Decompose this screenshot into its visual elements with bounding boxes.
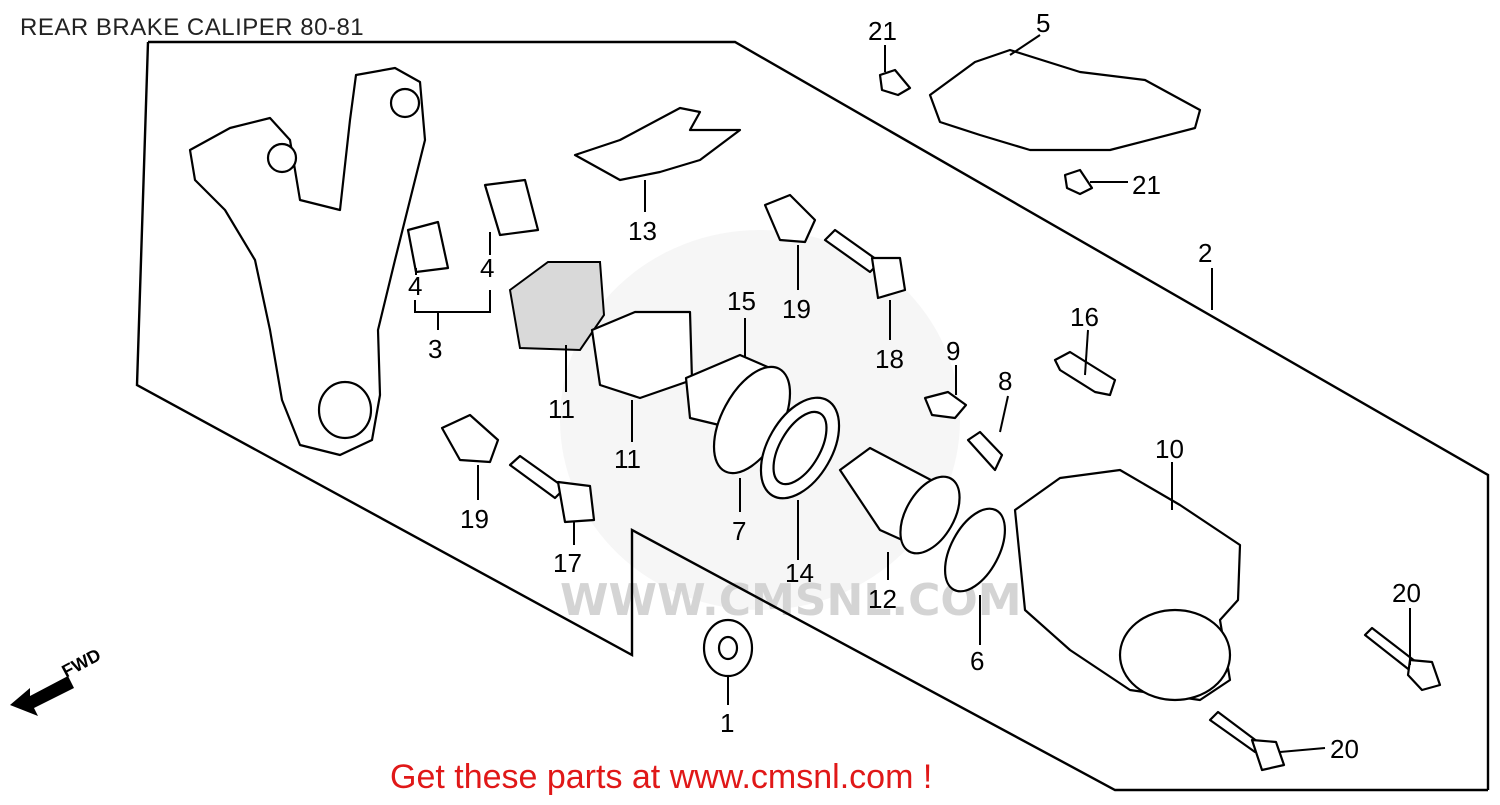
sleeve-lower [440,413,500,464]
callout-4-left: 4 [408,271,422,301]
bleeder-cap [923,390,968,420]
callout-20-lower: 20 [1330,734,1359,764]
callout-18: 18 [875,344,904,374]
callout-3: 3 [428,334,442,364]
piston-seal [943,507,1007,593]
callout-14: 14 [785,558,814,588]
callout-15: 15 [727,286,756,316]
bolt-20-upper [1363,626,1442,692]
caliper-piston [838,446,961,555]
callout-10: 10 [1155,434,1184,464]
callout-11-upper: 11 [548,394,575,424]
diagram-title: REAR BRAKE CALIPER 80-81 [20,14,365,41]
caliper-body [1013,468,1242,702]
leader-lines [414,34,1411,753]
callout-5: 5 [1036,8,1050,38]
callout-6: 6 [970,646,984,676]
forward-direction-arrow: FWD [10,645,104,716]
callout-13: 13 [628,216,657,246]
pin-lower [508,454,596,524]
callout-4-right: 4 [480,253,494,283]
callout-19-upper: 19 [782,294,811,324]
assembly-frame [135,40,1490,792]
bolt-21-upper [878,68,912,97]
callout-21-upper: 21 [868,16,897,46]
fwd-label: FWD [58,645,104,682]
caliper-cover [928,48,1202,152]
bleeder-valve [966,430,1004,472]
callout-1: 1 [720,708,734,738]
brake-pad-a [508,261,606,352]
callout-17: 17 [553,548,582,578]
caliper-bracket [188,66,427,457]
pad-spring-right [483,178,540,237]
callout-21-lower: 21 [1132,170,1161,200]
sleeve-upper [763,193,817,244]
callout-11-lower: 11 [614,444,641,474]
bolt-20-lower [1208,710,1286,772]
callout-19-lower: 19 [460,504,489,534]
footer-link-text[interactable]: Get these parts at www.cmsnl.com ! [390,758,933,796]
pad-spring-left [406,220,450,274]
brake-pad-b [590,310,694,400]
callout-9: 9 [946,336,960,366]
bolt-21-lower [1063,168,1094,196]
washer [702,618,754,678]
pad-retainer [573,106,742,182]
callout-20-upper: 20 [1392,578,1421,608]
callout-7: 7 [732,516,746,546]
callout-16: 16 [1070,302,1099,332]
callout-labels: 1 2 3 4 4 5 6 7 8 9 10 11 11 12 13 14 15… [408,8,1421,764]
callout-2: 2 [1198,238,1212,268]
callout-12: 12 [868,584,897,614]
watermark-text: WWW.CMSNL.COM [560,575,1022,626]
pin-upper [823,228,907,300]
callout-8: 8 [998,366,1012,396]
